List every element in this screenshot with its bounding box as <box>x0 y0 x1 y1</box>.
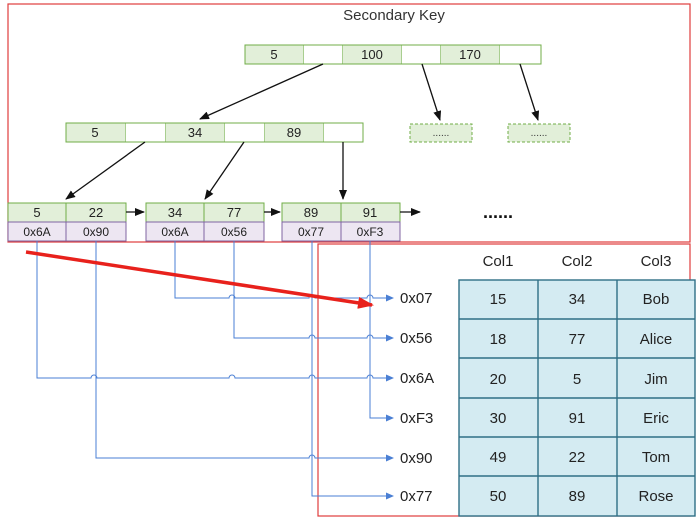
table-cell: 89 <box>569 488 586 505</box>
table-cell: 49 <box>490 449 507 466</box>
table-header: Col2 <box>562 253 593 270</box>
row-address: 0x6A <box>400 370 434 387</box>
placeholder-node: ...... <box>409 123 473 143</box>
placeholder-label: ...... <box>531 128 548 139</box>
leaf-addr: 0xF3 <box>357 225 384 239</box>
connector-line <box>36 241 394 382</box>
root-node: 5 100 170 <box>244 44 542 65</box>
table-cell: 18 <box>490 331 507 348</box>
connector-line <box>95 241 394 462</box>
leaf-node: 34 77 0x6A 0x56 <box>145 202 265 242</box>
table-cell: 5 <box>573 371 581 388</box>
leaf-node: 5 22 0x6A 0x90 <box>7 202 127 242</box>
root-key: 5 <box>270 47 277 62</box>
pointer-arrow <box>204 141 245 200</box>
table-cell: Jim <box>644 371 667 388</box>
data-table: Col1 Col2 Col3 0x07 15 34 Bob 0x56 18 77… <box>400 253 696 517</box>
leaf-ellipsis: ...... <box>483 202 513 222</box>
pointer-arrow <box>421 63 442 121</box>
table-cell: Rose <box>638 488 673 505</box>
highlight-arrow <box>25 250 374 309</box>
leaf-key: 5 <box>33 205 40 220</box>
table-cell: 34 <box>569 291 586 308</box>
row-address: 0x77 <box>400 488 433 505</box>
root-key: 100 <box>361 47 383 62</box>
row-address: 0x07 <box>400 290 433 307</box>
placeholder-node: ...... <box>507 123 571 143</box>
table-cell: Bob <box>643 291 670 308</box>
leaf-key: 89 <box>304 205 318 220</box>
connector-line <box>174 241 394 302</box>
table-cell: Tom <box>642 449 670 466</box>
internal-key: 34 <box>188 125 202 140</box>
leaf-node: 89 91 0x77 0xF3 <box>281 202 401 242</box>
leaf-key: 91 <box>363 205 377 220</box>
table-cell: 30 <box>490 410 507 427</box>
pointer-arrow <box>519 63 540 121</box>
leaf-addr: 0x6A <box>161 225 188 239</box>
internal-node: 5 34 89 <box>65 122 364 143</box>
table-cell: 91 <box>569 410 586 427</box>
table-cell: 77 <box>569 331 586 348</box>
leaf-addr: 0x77 <box>298 225 324 239</box>
leaf-key: 77 <box>227 205 241 220</box>
table-cell: 22 <box>569 449 586 466</box>
pointer-arrow <box>199 63 324 120</box>
leaf-addr: 0x90 <box>83 225 109 239</box>
tree-pointers <box>65 63 540 200</box>
table-header: Col3 <box>641 253 672 270</box>
leaf-addr: 0x56 <box>221 225 247 239</box>
row-address: 0x90 <box>400 450 433 467</box>
internal-key: 5 <box>91 125 98 140</box>
table-cell: 15 <box>490 291 507 308</box>
diagram-title: Secondary Key <box>343 7 445 24</box>
table-cell: 50 <box>490 488 507 505</box>
connector-line <box>369 241 394 422</box>
connector-line <box>311 241 394 500</box>
placeholder-label: ...... <box>433 128 450 139</box>
table-header: Col1 <box>483 253 514 270</box>
table-cell: Eric <box>643 410 669 427</box>
leaf-key: 34 <box>168 205 182 220</box>
row-address: 0x56 <box>400 330 433 347</box>
leaf-key: 22 <box>89 205 103 220</box>
root-key: 170 <box>459 47 481 62</box>
table-cell: 20 <box>490 371 507 388</box>
leaf-addr: 0x6A <box>23 225 50 239</box>
row-address: 0xF3 <box>400 410 433 427</box>
secondary-key-frame <box>7 3 691 243</box>
internal-key: 89 <box>287 125 301 140</box>
table-cell: Alice <box>640 331 673 348</box>
connector-line <box>233 241 394 342</box>
pointer-arrow <box>65 141 146 200</box>
